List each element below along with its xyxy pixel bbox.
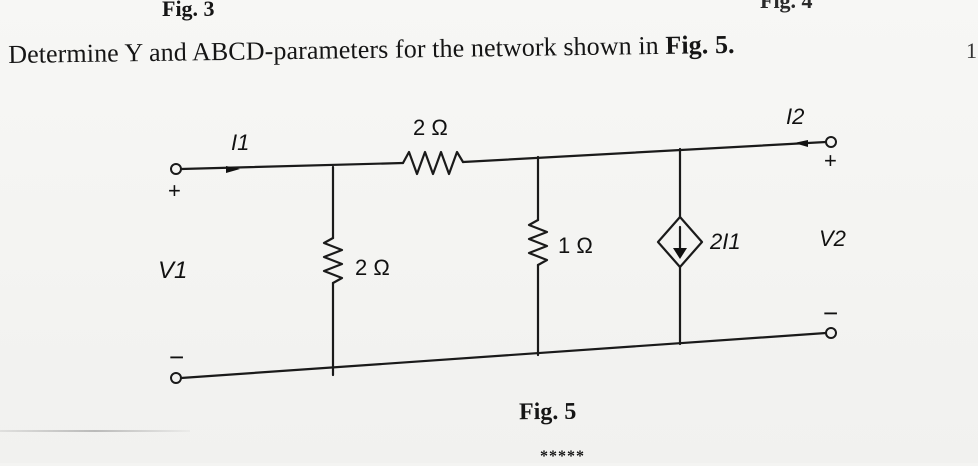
top-wire-left [179,161,405,171]
source-arrow-head [673,248,687,259]
top-wire-right [461,140,828,164]
figure-caption: Fig. 5 [518,398,577,426]
input-minus-sign: − [169,342,184,372]
dependent-source-label: 2I1 [709,229,741,254]
shunt-resistor-mid [527,218,549,267]
output-plus-sign: + [824,148,837,173]
shunt-left-label: 2 Ω [355,255,390,280]
output-voltage-label: V2 [819,226,846,251]
end-separator: ***** [540,448,585,465]
marks-column-number: 1 [966,38,977,63]
fig-4-label: Fig. 4 [760,0,813,13]
output-minus-sign: − [823,298,838,328]
bottom-wire [179,331,828,380]
output-terminal-bottom [825,327,837,339]
series-resistor-2ohm [401,150,465,176]
input-terminal-bottom [170,372,182,384]
input-terminal-top [170,163,182,175]
input-voltage-label: V1 [158,257,187,284]
series-resistor-label: 2 Ω [413,115,448,140]
input-current-label: I1 [231,130,249,155]
scan-smudge-line [0,430,190,432]
input-plus-sign: + [168,178,181,203]
shunt-mid-label: 1 Ω [558,233,593,258]
fig-3-label: Fig. 3 [162,0,215,21]
output-current-arrow [794,140,808,147]
output-terminal-top [825,136,837,148]
shunt-resistor-left [322,236,344,285]
input-current-arrow [226,166,240,173]
output-current-label: I2 [786,104,804,129]
